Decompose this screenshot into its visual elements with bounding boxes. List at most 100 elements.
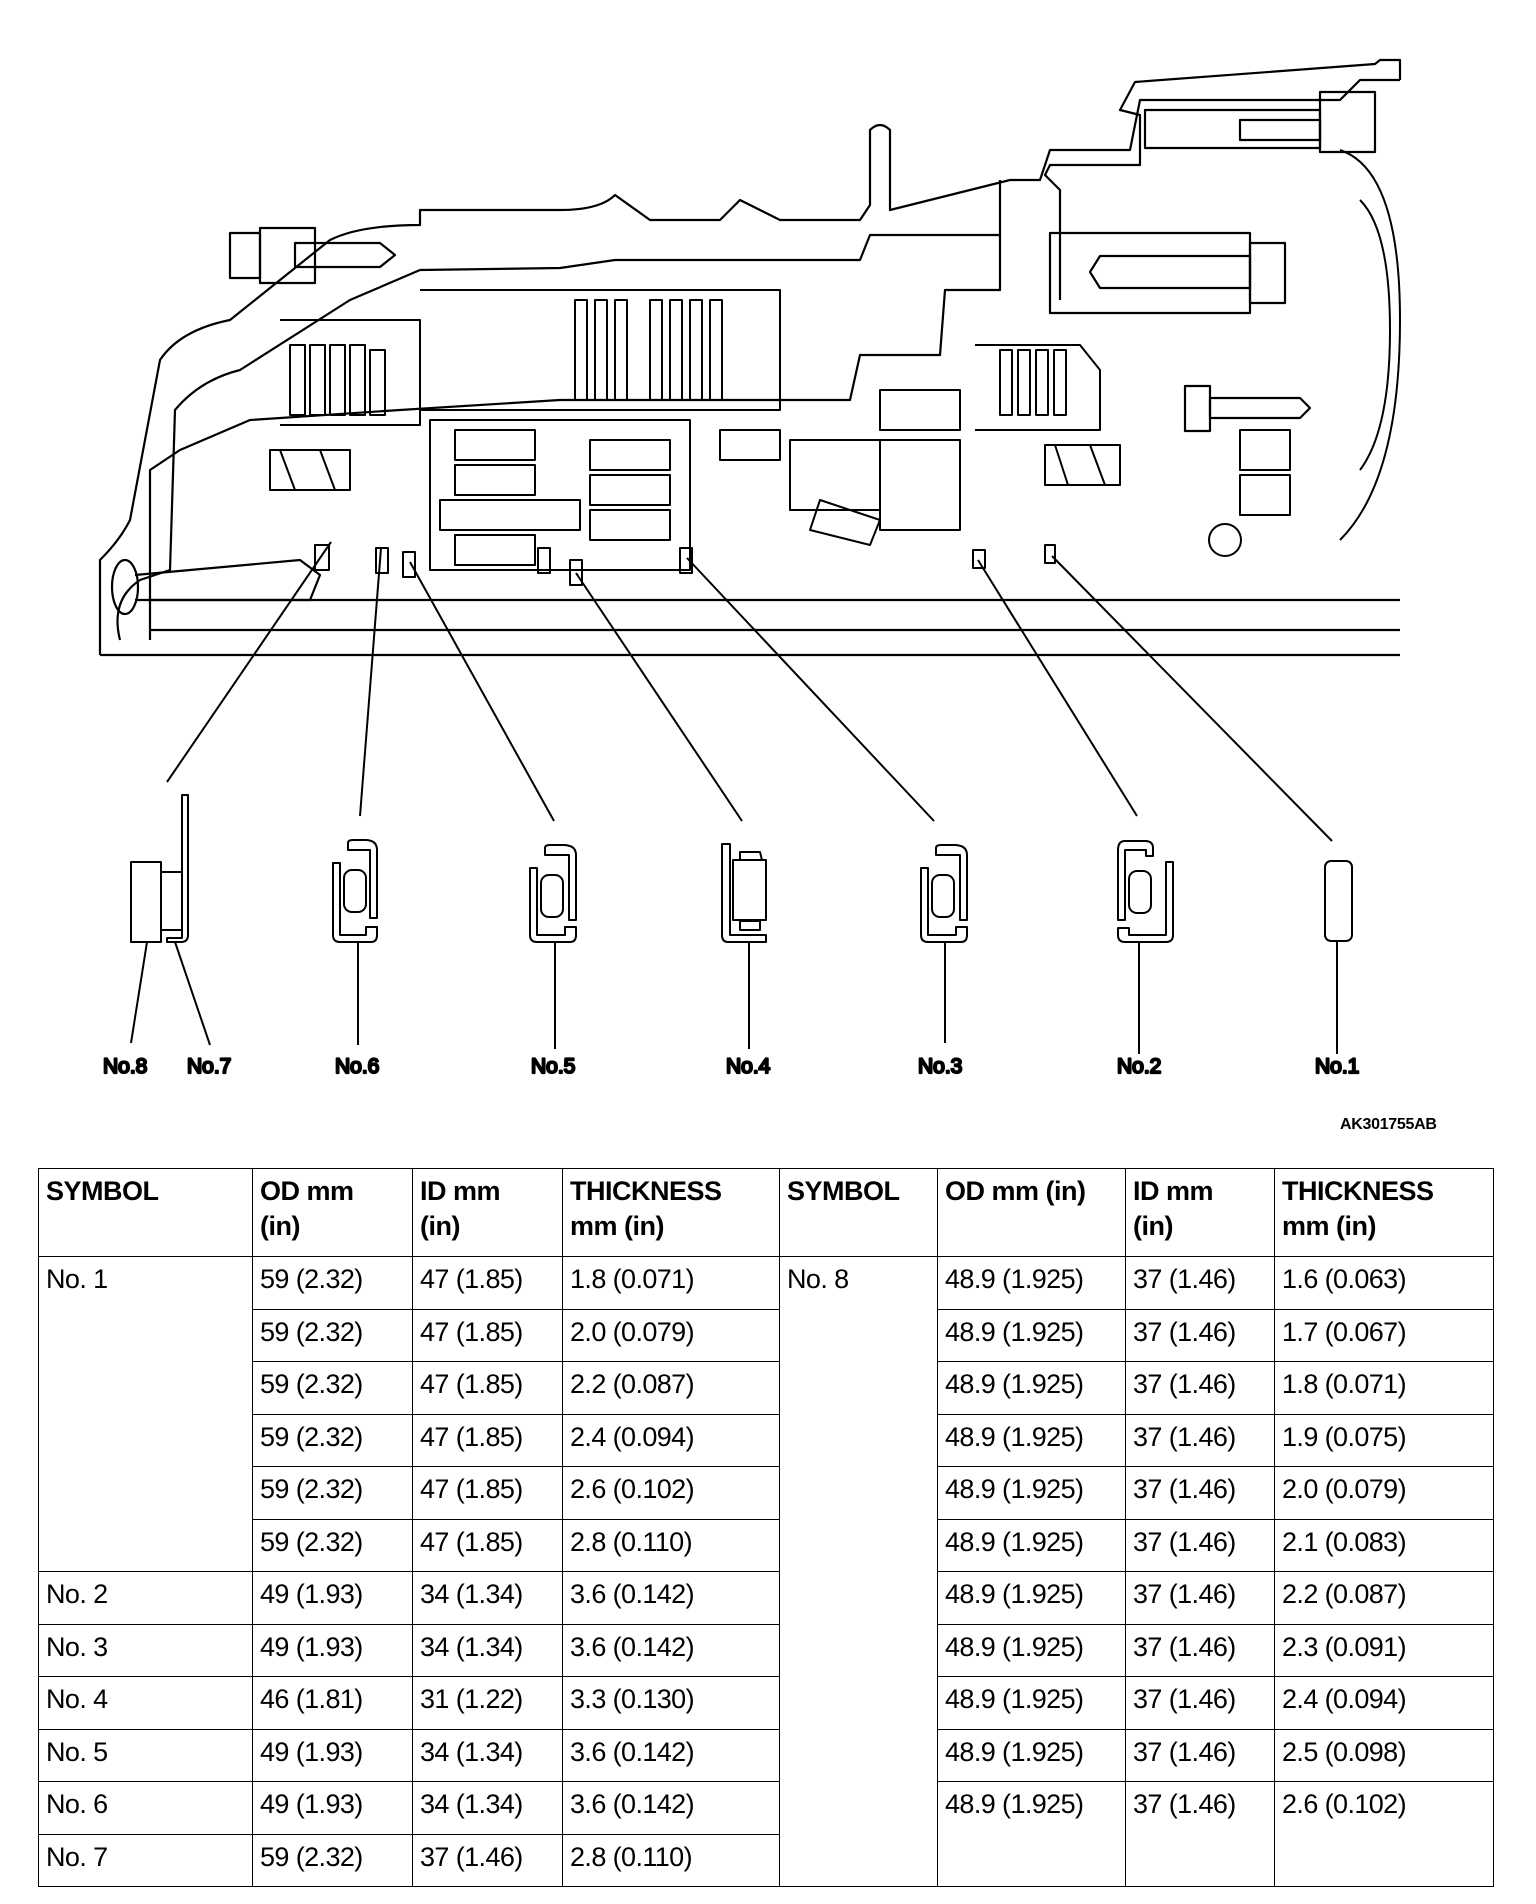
right-id-cell: 37 (1.46) bbox=[1125, 1466, 1275, 1520]
left-symbol-cell: No. 4 bbox=[38, 1676, 253, 1730]
callout-label-no6: No.6 bbox=[335, 1055, 379, 1078]
right-od-cell: 48.9 (1.925) bbox=[937, 1781, 1126, 1887]
bearing-race-no7-icon bbox=[166, 794, 189, 943]
right-thickness-cell: 2.1 (0.083) bbox=[1274, 1518, 1494, 1572]
right-thickness-cell: 2.2 (0.087) bbox=[1274, 1571, 1494, 1625]
left-od-cell: 59 (2.32) bbox=[252, 1833, 413, 1887]
leader-no3 bbox=[686, 557, 935, 822]
header-id-right: ID mm(in) bbox=[1125, 1168, 1275, 1257]
callout-label-no8: No.8 bbox=[103, 1055, 147, 1078]
table-row: 59 (2.32)47 (1.85)2.0 (0.079)48.9 (1.925… bbox=[39, 1308, 1494, 1362]
left-id-cell: 37 (1.46) bbox=[412, 1833, 563, 1887]
left-thickness-cell: 1.8 (0.071) bbox=[562, 1256, 780, 1310]
shim-no8-icon bbox=[130, 861, 162, 943]
bolt-lower-right bbox=[1183, 384, 1312, 433]
bearing-icon-no2 bbox=[1117, 840, 1174, 1054]
left-thickness-cell: 3.3 (0.130) bbox=[562, 1676, 780, 1730]
leader-no2 bbox=[977, 559, 1138, 817]
right-id-cell: 37 (1.46) bbox=[1125, 1571, 1275, 1625]
header-symbol-right: SYMBOL bbox=[779, 1168, 938, 1257]
left-thickness-cell: 3.6 (0.142) bbox=[562, 1781, 780, 1835]
leader-no1 bbox=[1051, 555, 1333, 842]
left-id-cell: 34 (1.34) bbox=[412, 1623, 563, 1677]
left-od-cell: 59 (2.32) bbox=[252, 1518, 413, 1572]
table-row: 59 (2.32)47 (1.85)2.6 (0.102)48.9 (1.925… bbox=[39, 1466, 1494, 1520]
callout-label-no4: No.4 bbox=[726, 1055, 771, 1078]
left-id-cell: 47 (1.85) bbox=[412, 1518, 563, 1572]
pointer-no8 bbox=[130, 941, 148, 1044]
leader-no5 bbox=[409, 561, 555, 822]
clutch-pack-left bbox=[280, 319, 421, 426]
right-od-cell: 48.9 (1.925) bbox=[937, 1256, 1126, 1310]
right-id-cell: 37 (1.46) bbox=[1125, 1728, 1275, 1782]
right-od-cell: 48.9 (1.925) bbox=[937, 1676, 1126, 1730]
left-id-cell: 47 (1.85) bbox=[412, 1308, 563, 1362]
bolt-middle-right bbox=[1048, 231, 1287, 315]
right-id-cell: 37 (1.46) bbox=[1125, 1781, 1275, 1887]
left-od-cell: 49 (1.93) bbox=[252, 1728, 413, 1782]
right-id-cell: 37 (1.46) bbox=[1125, 1413, 1275, 1467]
table-row: 59 (2.32)47 (1.85)2.4 (0.094) 48.9 (1.925… bbox=[39, 1413, 1494, 1467]
leader-no6 bbox=[359, 547, 382, 817]
left-thickness-cell: 3.6 (0.142) bbox=[562, 1728, 780, 1782]
clutch-pack-center bbox=[420, 289, 781, 411]
right-id-cell: 37 (1.46) bbox=[1125, 1676, 1275, 1730]
left-symbol-cell: No. 5 bbox=[38, 1728, 253, 1782]
piston-spring-right bbox=[1044, 444, 1121, 486]
right-thickness-cell: 2.0 (0.079) bbox=[1274, 1466, 1494, 1520]
callout-label-no7: No.7 bbox=[187, 1055, 231, 1078]
table-row: 59 (2.32)47 (1.85)2.8 (0.110)48.9 (1.925… bbox=[39, 1518, 1494, 1572]
header-od-right: OD mm (in) bbox=[937, 1168, 1126, 1257]
left-thickness-cell: 2.6 (0.102) bbox=[562, 1466, 780, 1520]
right-thickness-cell: 1.8 (0.071) bbox=[1274, 1361, 1494, 1415]
left-symbol-cell: No. 6 bbox=[38, 1781, 253, 1835]
bearing-icon-no4 bbox=[721, 843, 767, 1049]
left-od-cell: 46 (1.81) bbox=[252, 1676, 413, 1730]
left-id-cell: 47 (1.85) bbox=[412, 1361, 563, 1415]
right-thickness-cell: 2.6 (0.102) bbox=[1274, 1781, 1494, 1887]
left-od-cell: 59 (2.32) bbox=[252, 1466, 413, 1520]
bearing-icon-no3 bbox=[920, 844, 968, 1043]
left-thickness-cell: 2.8 (0.110) bbox=[562, 1833, 780, 1887]
left-od-cell: 59 (2.32) bbox=[252, 1413, 413, 1467]
left-id-cell: 47 (1.85) bbox=[412, 1256, 563, 1310]
shim-icon-no1 bbox=[1324, 860, 1353, 1054]
bolt-left bbox=[228, 226, 397, 285]
right-thickness-cell: 1.7 (0.067) bbox=[1274, 1308, 1494, 1362]
table-row: 59 (2.32)47 (1.85)2.2 (0.087)48.9 (1.925… bbox=[39, 1361, 1494, 1415]
bolt-top-right bbox=[1143, 90, 1377, 154]
housing-outline bbox=[98, 58, 1402, 657]
header-od-left: OD mm(in) bbox=[252, 1168, 413, 1257]
bearing-positions bbox=[314, 544, 1056, 586]
left-od-cell: 49 (1.93) bbox=[252, 1781, 413, 1835]
leader-lines bbox=[166, 541, 1333, 842]
header-id-left: ID mm(in) bbox=[412, 1168, 563, 1257]
left-od-cell: 49 (1.93) bbox=[252, 1623, 413, 1677]
right-id-cell: 37 (1.46) bbox=[1125, 1361, 1275, 1415]
left-thickness-cell: 2.2 (0.087) bbox=[562, 1361, 780, 1415]
leader-no8-no7 bbox=[166, 541, 332, 783]
piston-spring-left bbox=[269, 449, 351, 491]
taper-bearing-area bbox=[719, 389, 961, 546]
left-thickness-cell: 2.0 (0.079) bbox=[562, 1308, 780, 1362]
figure-reference-code: AK301755AB bbox=[1340, 1116, 1437, 1133]
left-thickness-cell: 2.4 (0.094) bbox=[562, 1413, 780, 1467]
right-thickness-cell: 2.3 (0.091) bbox=[1274, 1623, 1494, 1677]
left-id-cell: 34 (1.34) bbox=[412, 1728, 563, 1782]
left-symbol-cell: No. 3 bbox=[38, 1623, 253, 1677]
right-id-cell: 37 (1.46) bbox=[1125, 1256, 1275, 1310]
left-thickness-cell: 3.6 (0.142) bbox=[562, 1571, 780, 1625]
callout-label-no1: No.1 bbox=[1315, 1055, 1359, 1078]
drum-right bbox=[1208, 149, 1401, 557]
right-od-cell: 48.9 (1.925) bbox=[937, 1413, 1126, 1467]
right-id-cell: 37 (1.46) bbox=[1125, 1623, 1275, 1677]
left-id-cell: 47 (1.85) bbox=[412, 1413, 563, 1467]
